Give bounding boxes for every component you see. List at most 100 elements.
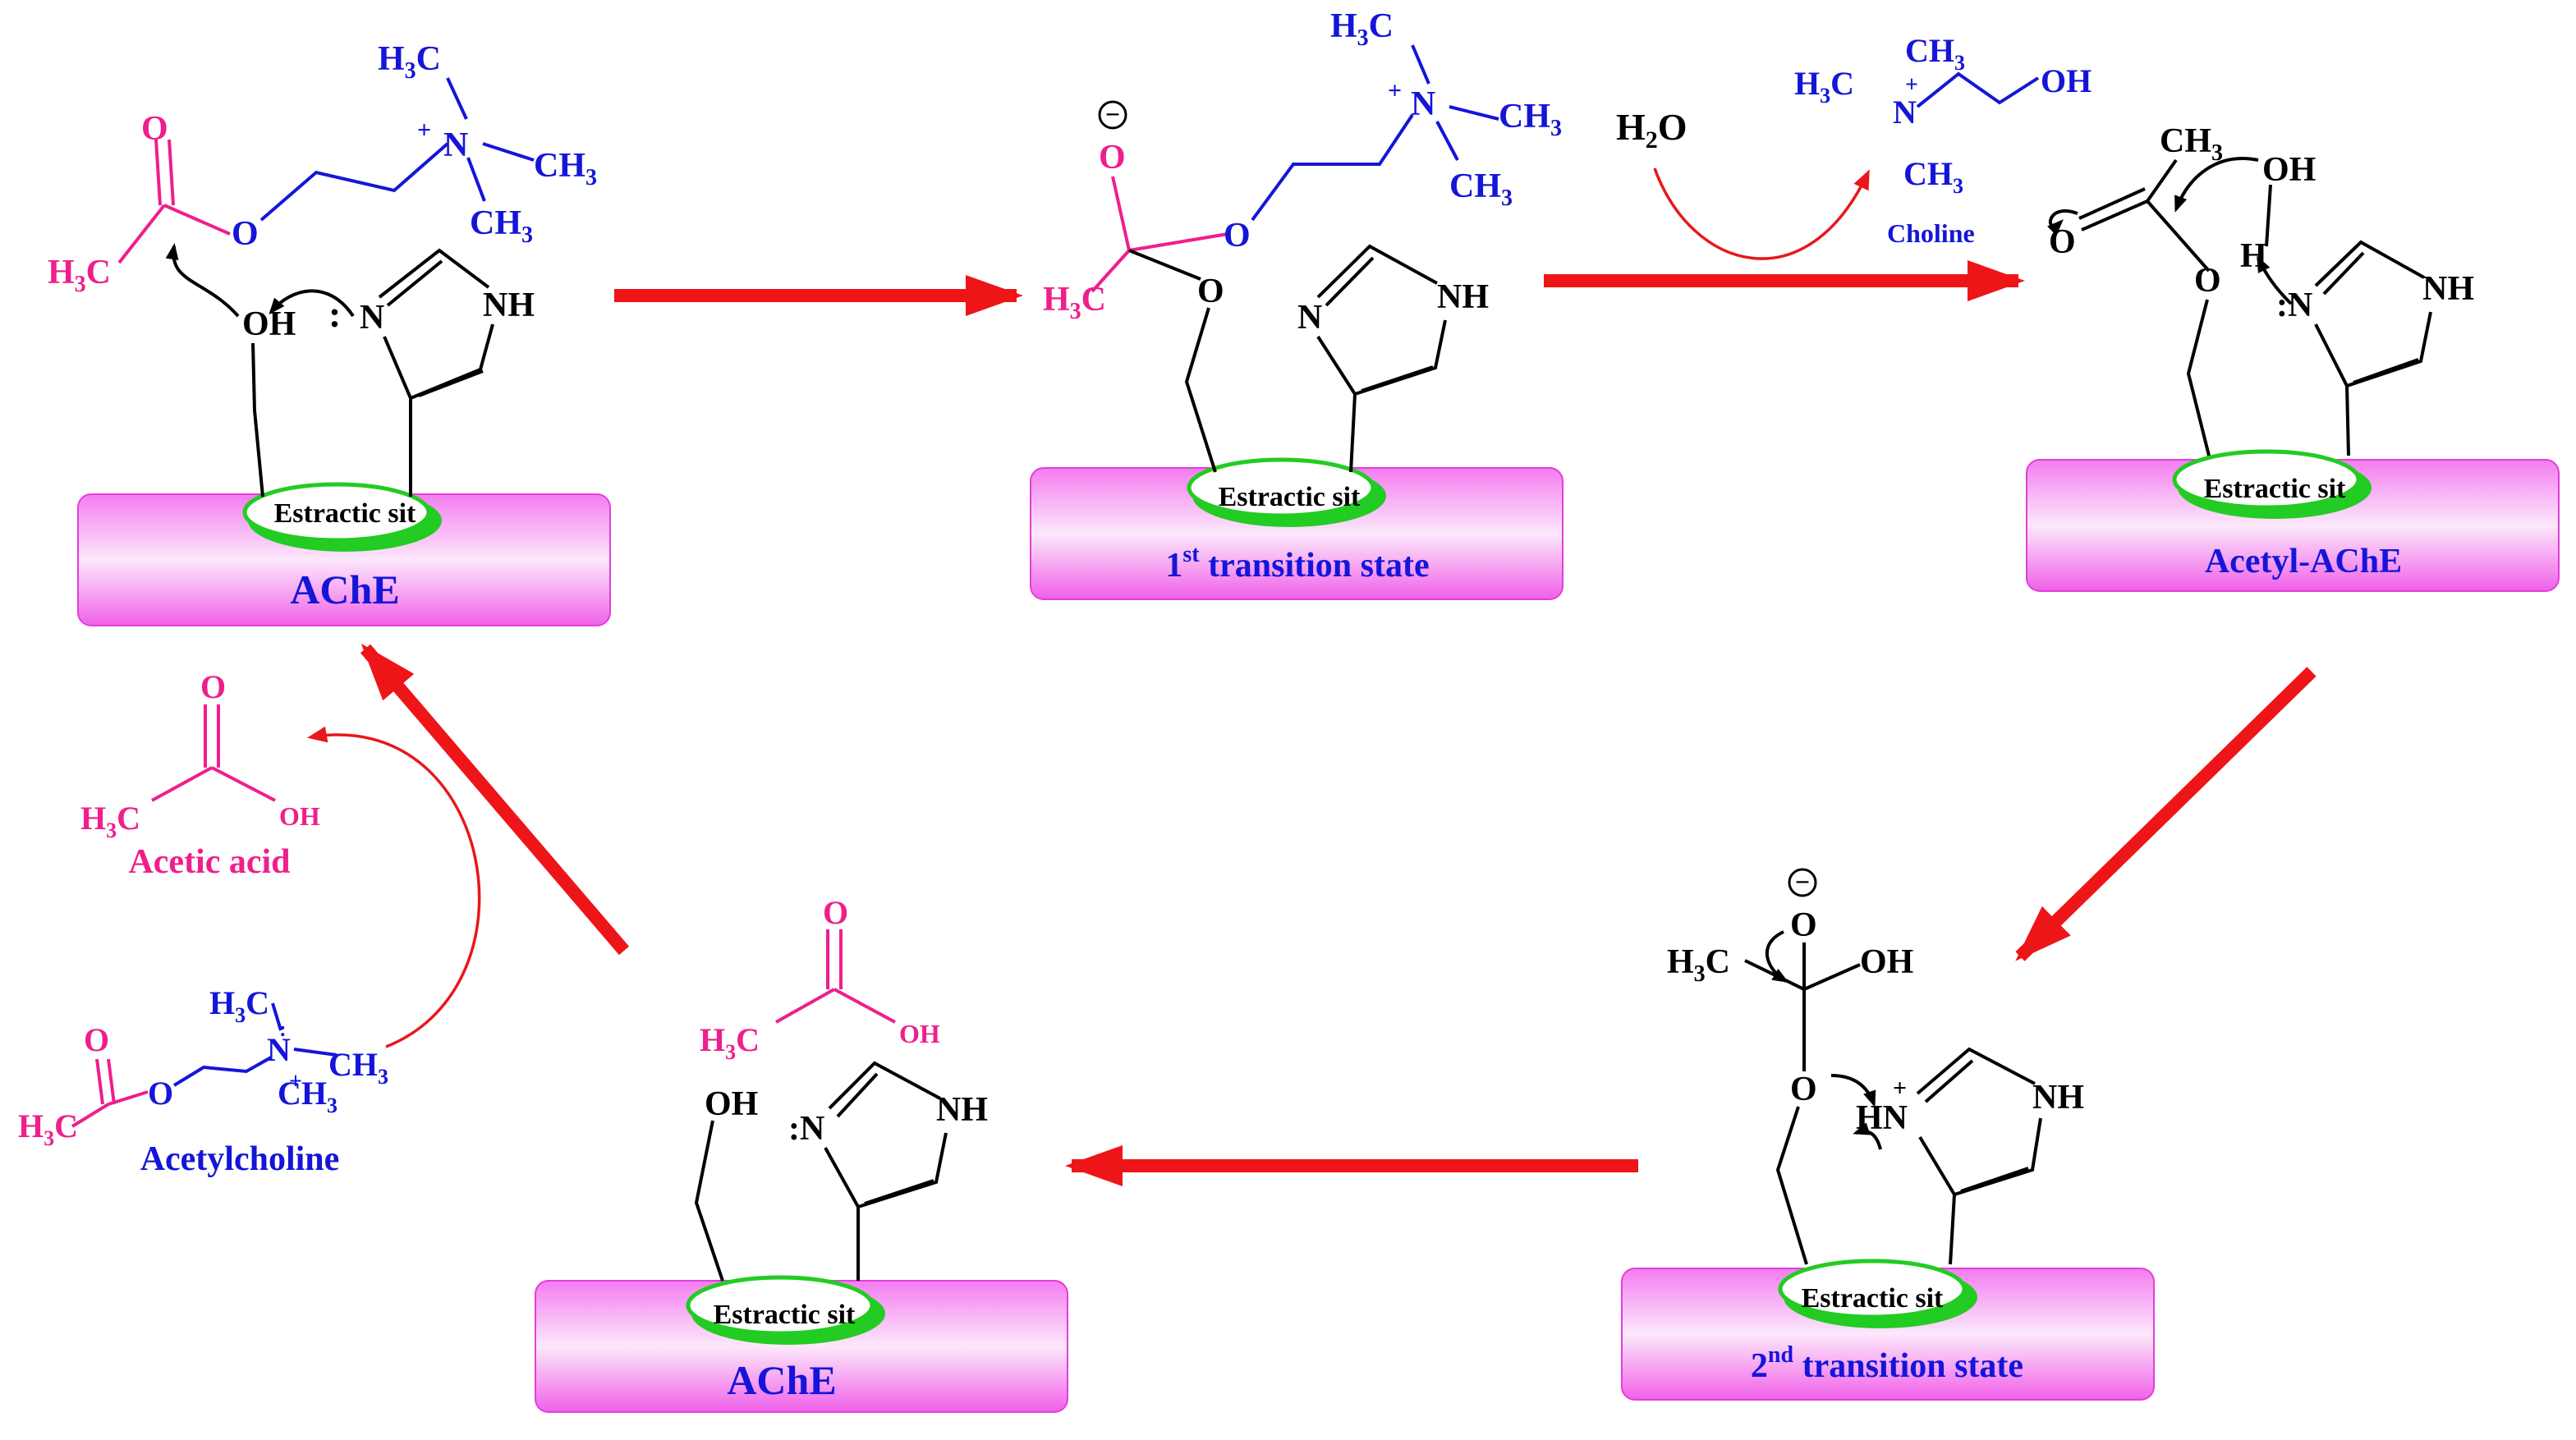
serine-bond <box>1128 249 1217 473</box>
plus-charge: + <box>289 1069 302 1094</box>
serine-o: O <box>2194 262 2221 300</box>
atom-n: N <box>360 299 384 337</box>
choline-chain <box>1251 113 1414 222</box>
water-bond <box>2265 184 2272 247</box>
serine-o: O <box>1790 1071 1817 1108</box>
histidine-bond <box>2345 385 2350 456</box>
histidine-bond <box>1949 1194 1956 1265</box>
methyl-ch3: CH3 <box>1903 155 1963 198</box>
esteratic-site <box>242 482 431 543</box>
hydroxyl-oh: OH <box>899 1019 940 1048</box>
hydroxyl-oh: OH <box>279 801 320 831</box>
minus-sign: − <box>1795 867 1810 897</box>
proton-arrow <box>2257 255 2293 305</box>
atom-o: O <box>1099 139 1126 177</box>
attack-arrow <box>165 243 240 318</box>
box-label-first-ts: 1st transition state <box>1165 542 1429 585</box>
arrow-step-5 <box>360 643 630 956</box>
hydroxyl-oh: OH <box>2041 62 2092 99</box>
hydroxyl-oh: OH <box>1860 943 1913 981</box>
box-label-acetyl: Acetyl-AChE <box>2205 543 2402 580</box>
acetyl-bonds <box>71 1058 149 1128</box>
methyl-ch3: CH3 <box>534 147 597 190</box>
atom-o: O <box>84 1021 109 1058</box>
atom-nh: NH <box>2032 1079 2084 1117</box>
imidazole-ring <box>2314 240 2432 388</box>
serine-o: O <box>1197 273 1224 310</box>
esteratic-site <box>2172 449 2361 510</box>
imidazole-ring <box>824 1061 948 1209</box>
water-molecule: H2O <box>1616 106 1687 154</box>
imidazole-ring <box>1916 1047 2042 1197</box>
methyl-h3c: H3C <box>48 254 111 297</box>
atom-n: N <box>267 1031 291 1068</box>
lone-pair: : <box>328 293 341 335</box>
acetic-bonds <box>151 704 276 802</box>
negative-charge <box>1788 868 1817 897</box>
methyl-bonds <box>271 1002 337 1057</box>
protonated-n: HN <box>1856 1099 1908 1137</box>
atom-nh: NH <box>1437 278 1489 316</box>
esteratic-site <box>1778 1259 1967 1319</box>
site-label: Estractic sit <box>274 498 416 529</box>
double-bond <box>864 1179 934 1205</box>
serine-bond <box>251 342 264 498</box>
double-bond <box>2353 358 2419 384</box>
methyl-h3c: H3C <box>80 800 140 842</box>
atom-n: N <box>1297 299 1322 337</box>
plus-charge: + <box>417 117 431 144</box>
tetrahedral-bonds <box>1744 942 1861 1071</box>
atom-o: O <box>200 668 226 705</box>
double-bond <box>418 369 484 397</box>
acetic-acid-label: Acetic acid <box>128 843 290 881</box>
acetic-acid-molecule: O H3C OH Acetic acid <box>80 668 320 881</box>
carbonyl-o: O <box>2049 223 2076 261</box>
methyl-h3c: H3C <box>1330 7 1394 51</box>
methyl-ch3: CH3 <box>278 1075 337 1117</box>
serine-bond <box>2186 299 2211 456</box>
atom-o: O <box>823 894 848 931</box>
methyl-h3c: H3C <box>1794 65 1854 108</box>
state-ache-regenerated: Estractic sit AChE O H3C OH OH :N NH <box>535 894 1068 1413</box>
methyl-ch3: CH3 <box>470 204 533 248</box>
serine-oh: OH <box>242 305 296 343</box>
electron-arrow <box>2047 209 2078 236</box>
acetylcholine-label: Acetylcholine <box>140 1140 340 1178</box>
substrate-product-arrow <box>307 726 481 1048</box>
methyl-h3c: H3C <box>1043 281 1106 324</box>
choline-molecule: H3C N + CH3 CH3 OH Choline <box>1794 32 2092 248</box>
proton-arrow <box>269 289 355 318</box>
site-label: Estractic sit <box>2204 474 2346 504</box>
choline-chain <box>259 142 449 222</box>
atom-o: O <box>1790 906 1817 944</box>
imidazole-ring <box>1316 244 1447 397</box>
bond-break-arrow <box>1830 1074 1876 1108</box>
methyl-bonds <box>446 77 535 202</box>
choline-label: Choline <box>1887 218 1975 248</box>
atom-n: N <box>443 126 468 164</box>
atom-nh: NH <box>2422 270 2474 308</box>
atom-nh: NH <box>936 1091 988 1129</box>
methyl-h3c: H3C <box>209 984 269 1027</box>
negative-charge <box>1098 100 1127 130</box>
water-in-choline-out-arrow <box>1653 167 1870 260</box>
atom-o: O <box>141 110 168 148</box>
acetic-bonds <box>775 929 896 1024</box>
state-acetyl-ache: Estractic sit Acetyl-AChE CH3 O O OH H :… <box>2026 122 2560 592</box>
acetyl-bonds <box>117 204 231 264</box>
acetyl-bonds <box>2078 158 2211 273</box>
state-first-transition: Estractic sit 1st transition state − O H… <box>1030 7 1564 600</box>
water-oh: OH <box>2262 151 2316 189</box>
electron-arrow <box>1766 930 1789 984</box>
double-bond <box>1960 1167 2029 1193</box>
box-label-ache: AChE <box>290 566 399 612</box>
atom-n: N <box>1893 94 1917 131</box>
attack-arrow <box>2174 157 2259 213</box>
plus-charge: + <box>1388 77 1402 104</box>
methyl-bonds <box>1411 44 1499 161</box>
methyl-ch3: CH3 <box>328 1046 388 1089</box>
choline-chain <box>172 1056 272 1087</box>
histidine-bond <box>1349 393 1357 473</box>
